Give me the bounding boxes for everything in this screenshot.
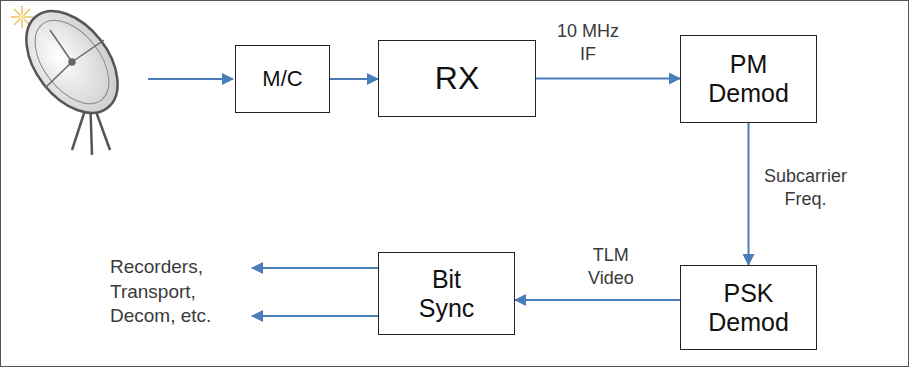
- process-box: M/C: [235, 45, 330, 113]
- signal-arrow: [536, 78, 680, 80]
- input-arrow: [148, 78, 233, 80]
- output-arrow: [252, 267, 378, 269]
- signal-arrow: [330, 78, 378, 80]
- signal-label: Subcarrier Freq.: [764, 165, 847, 212]
- process-box: Bit Sync: [378, 252, 515, 335]
- output-arrow: [252, 315, 378, 317]
- box-label: PSK Demod: [708, 279, 789, 337]
- signal-arrow: [515, 299, 680, 301]
- signal-arrow: [748, 123, 750, 265]
- box-label: Bit Sync: [419, 265, 475, 323]
- process-box: RX: [378, 40, 536, 117]
- process-box: PM Demod: [680, 35, 817, 123]
- box-label: RX: [435, 60, 479, 97]
- destination-note: Recorders, Transport, Decom, etc.: [110, 255, 228, 329]
- box-label: PM Demod: [708, 50, 789, 108]
- signal-label: 10 MHz IF: [553, 20, 623, 67]
- process-box: PSK Demod: [680, 265, 817, 350]
- box-label: M/C: [262, 66, 302, 91]
- signal-label: TLM Video: [588, 244, 634, 291]
